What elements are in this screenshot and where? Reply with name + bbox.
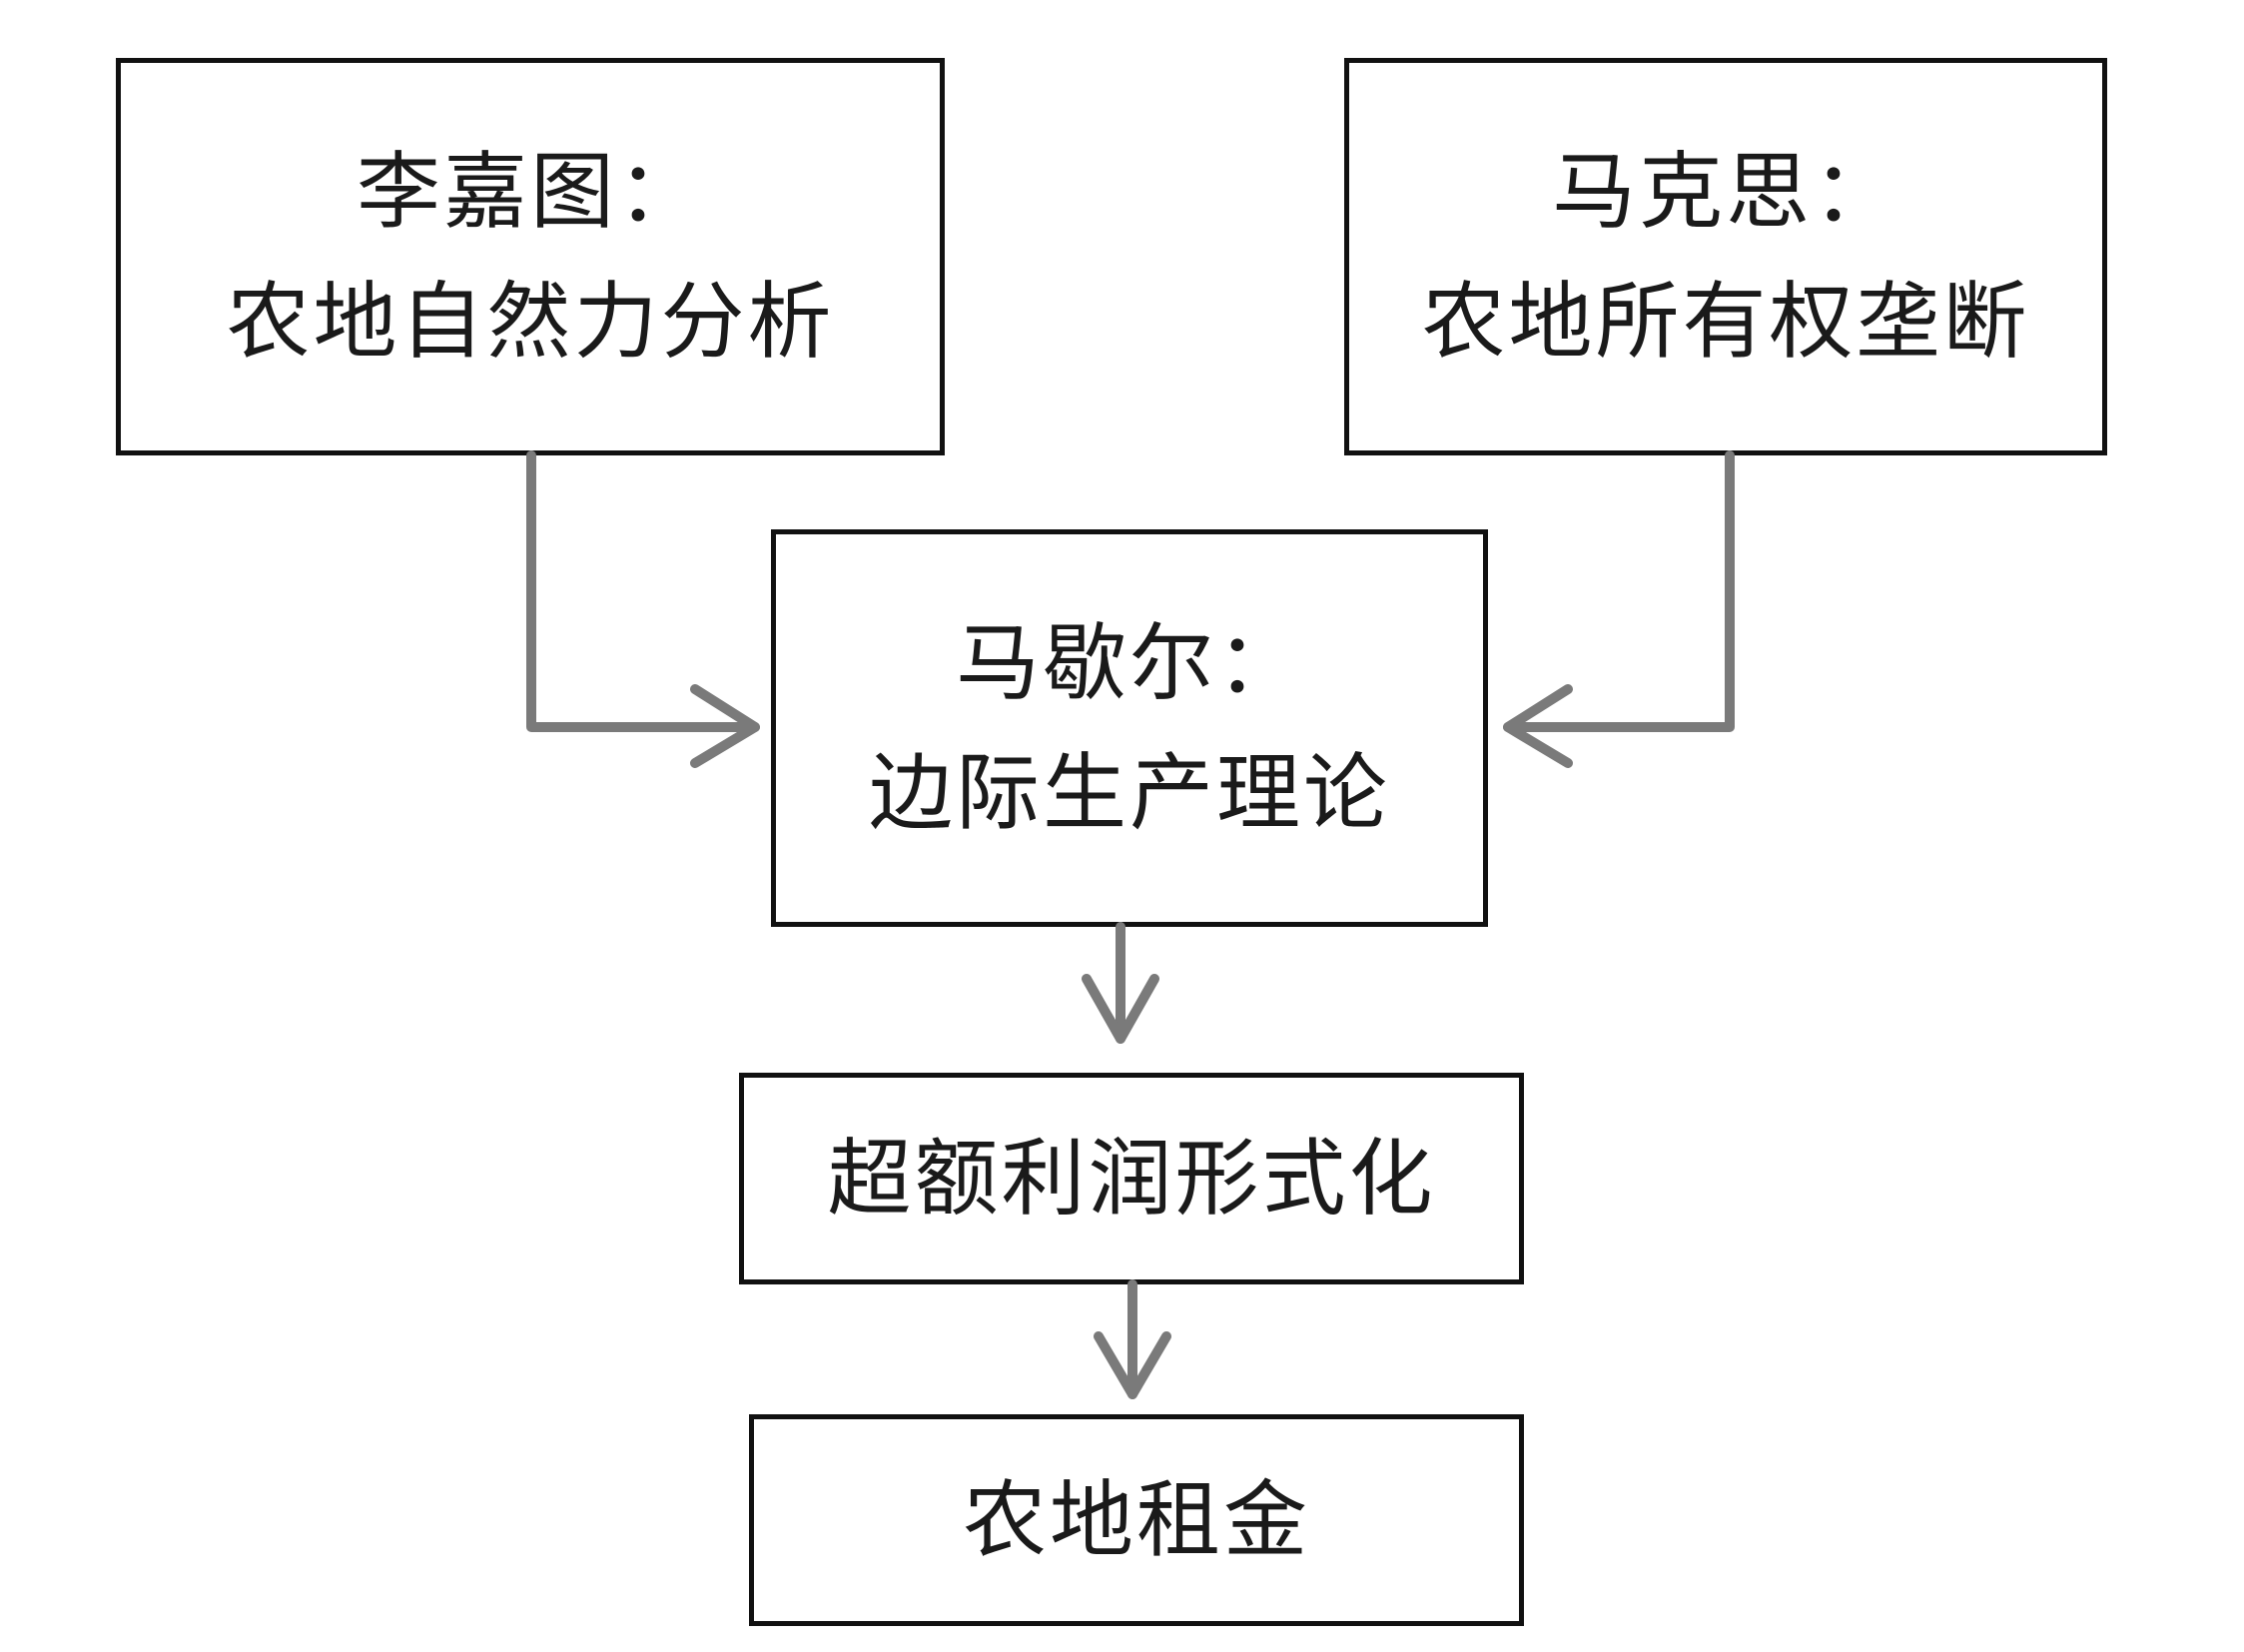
node-ricardo-title: 李嘉图： xyxy=(356,142,704,241)
node-marx-text: 农地所有权垄断 xyxy=(1421,273,2030,371)
node-excess-profit: 超额利润形式化 xyxy=(739,1073,1524,1284)
node-excess-profit-text: 超额利润形式化 xyxy=(827,1129,1436,1228)
arrow-marshall-to-excess-profit xyxy=(1082,922,1159,1044)
arrow-excess-profit-to-land-rent xyxy=(1094,1279,1171,1399)
node-marx: 马克思： 农地所有权垄断 xyxy=(1344,58,2107,455)
node-land-rent-text: 农地租金 xyxy=(962,1470,1310,1569)
node-ricardo-text: 农地自然力分析 xyxy=(226,273,835,371)
node-marshall-title: 马歇尔： xyxy=(955,613,1303,712)
arrow-ricardo-to-marshall xyxy=(526,450,760,768)
node-land-rent: 农地租金 xyxy=(749,1414,1524,1626)
node-ricardo: 李嘉图： 农地自然力分析 xyxy=(116,58,945,455)
arrow-marx-to-marshall xyxy=(1503,450,1735,768)
node-marshall: 马歇尔： 边际生产理论 xyxy=(771,529,1488,927)
node-marshall-text: 边际生产理论 xyxy=(868,744,1390,842)
node-marx-title: 马克思： xyxy=(1551,142,1899,241)
